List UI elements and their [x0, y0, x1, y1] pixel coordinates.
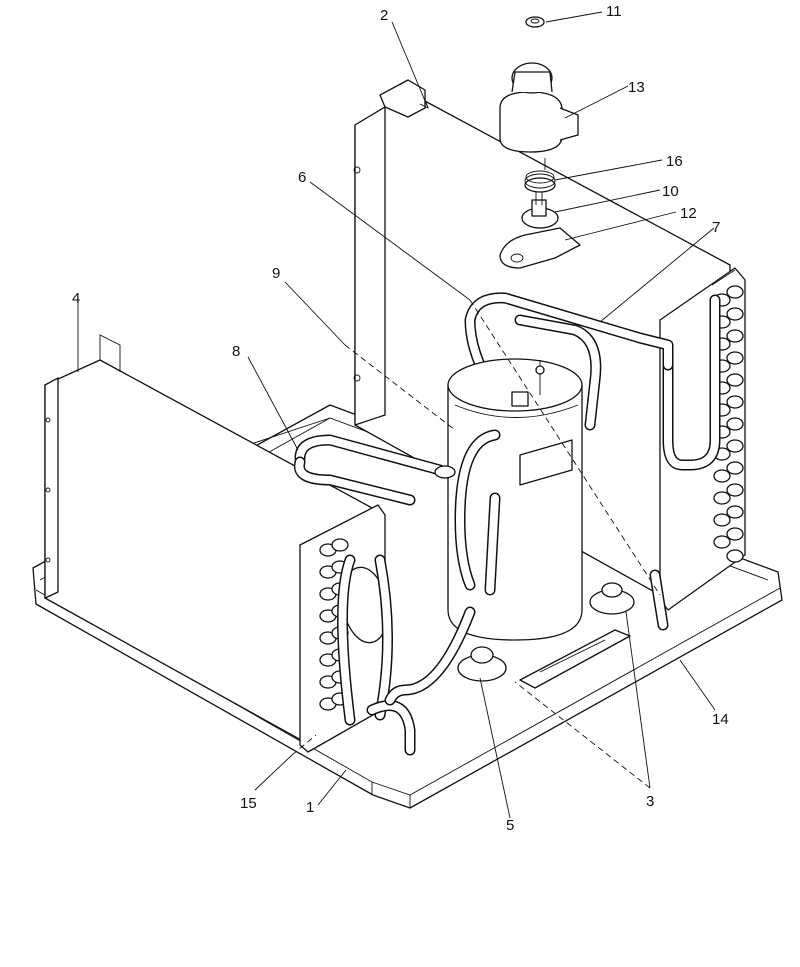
callout-2: 2	[380, 7, 388, 24]
callout-14: 14	[712, 711, 729, 728]
right-coil-tube-end	[713, 535, 731, 549]
callout-7: 7	[712, 219, 720, 236]
callout-11: 11	[606, 3, 622, 20]
callout-3: 3	[646, 793, 654, 810]
solenoid-coil	[499, 62, 579, 153]
right-coil-tube-end	[726, 483, 744, 497]
callout-16: 16	[666, 153, 683, 170]
right-coil-tube-end	[726, 417, 744, 431]
right-coil-tube-end	[713, 491, 731, 505]
mount-grommets	[434, 465, 635, 689]
discharge-tubing	[464, 292, 674, 431]
right-coil-tube-end	[726, 395, 744, 409]
callout-labels: 2 11 13 16 10 12 6 7 9 4 8 14 15 1 3 5	[72, 3, 729, 834]
nut	[525, 16, 545, 28]
right-coil-tube-end	[726, 329, 744, 343]
valve-body	[521, 192, 559, 229]
callout-15: 15	[240, 795, 257, 812]
right-coil-tube-end	[726, 549, 744, 563]
gasket	[499, 227, 581, 269]
callout-5: 5	[506, 817, 514, 834]
callout-4: 4	[72, 290, 80, 307]
right-coil-tube-end	[726, 351, 744, 365]
compressor	[384, 358, 583, 706]
callout-6: 6	[298, 169, 306, 186]
back-tubing	[293, 434, 446, 506]
leader-lines	[77, 11, 716, 819]
right-coil-tube-end	[726, 505, 744, 519]
callout-1: 1	[306, 799, 314, 816]
left-coil-tube-end	[331, 538, 349, 552]
callout-12: 12	[680, 205, 697, 222]
right-coil-tube-end	[726, 285, 744, 299]
right-coil-tube-end	[726, 439, 744, 453]
callout-10: 10	[662, 183, 679, 200]
callout-8: 8	[232, 343, 240, 360]
left-coil-housing	[44, 334, 386, 753]
right-coil-tube-end	[726, 307, 744, 321]
right-coil-tube-end	[726, 373, 744, 387]
right-coil-tube-end	[726, 461, 744, 475]
right-coil-tube-end	[713, 469, 731, 483]
service-tube	[649, 569, 669, 631]
right-coil-tube-end	[713, 513, 731, 527]
right-coil	[659, 267, 746, 611]
callout-13: 13	[628, 79, 645, 96]
callout-9: 9	[272, 265, 280, 282]
left-coil-piping	[337, 554, 416, 756]
spring	[524, 158, 556, 193]
right-coil-tube-end	[726, 527, 744, 541]
